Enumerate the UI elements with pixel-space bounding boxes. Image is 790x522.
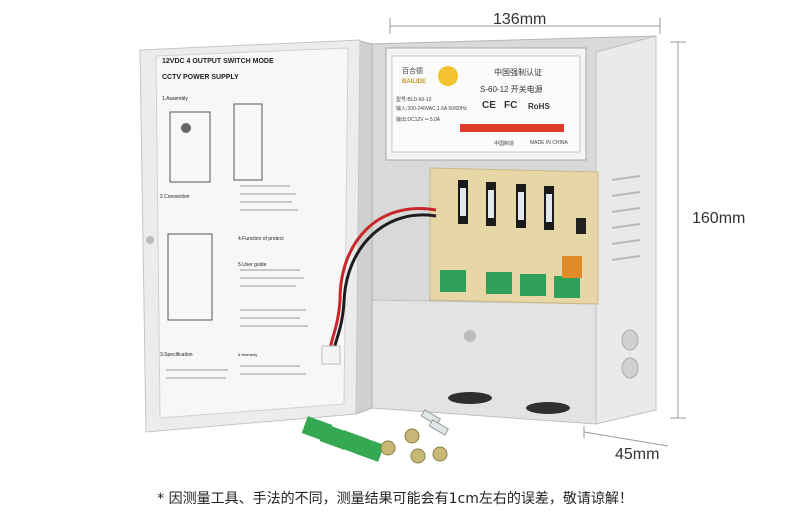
- screws: [380, 428, 448, 464]
- ce-mark: CE: [482, 100, 496, 111]
- door-keyhole: [181, 123, 191, 133]
- psu-made-in: MADE IN CHINA: [530, 140, 568, 146]
- manual-diagram-box: [169, 111, 211, 183]
- fc-mark: FC: [504, 100, 518, 111]
- manual-user-guide: 5.User guide: [238, 262, 267, 268]
- manual-title-line2: CCTV POWER SUPPLY: [162, 74, 239, 81]
- rohs-mark: RoHS: [528, 102, 550, 111]
- height-label: 160mm: [692, 210, 746, 227]
- knockout-hole: [621, 357, 639, 379]
- power-switch: [576, 218, 586, 234]
- green-terminal-plugs: [301, 416, 385, 462]
- measurement-disclaimer: * 因测量工具、手法的不同，测量结果可能会有1cm左右的误差，敬请谅解！: [157, 491, 633, 507]
- manual-warranty: 6.Warranty: [238, 352, 258, 357]
- psu-model-no: 型号:BLD-60-12: [396, 97, 432, 103]
- manual-specification: 3.Specification: [160, 352, 193, 358]
- cable-knockout: [448, 392, 492, 404]
- mount-hole: [464, 330, 476, 342]
- output-fuse: [562, 256, 582, 278]
- psu-input: 输入:200-240VAC,1.6A 50/60Hz: [396, 106, 468, 112]
- power-wire-red: [328, 207, 437, 353]
- pcb-board: [429, 167, 599, 305]
- width-dimension-line: [389, 18, 661, 34]
- power-wire-black: [332, 213, 437, 353]
- wire-connector: [321, 345, 341, 365]
- depth-dimension-line: [583, 426, 669, 447]
- width-label: 136mm: [493, 11, 547, 28]
- spare-fuses: [420, 409, 449, 436]
- manual-assembly: 1.Assembly: [162, 96, 188, 102]
- brand-logo-icon: [438, 66, 458, 86]
- height-dimension-line: [670, 41, 686, 419]
- terminal-blocks: [440, 270, 580, 298]
- manual-diagram-box: [167, 233, 213, 321]
- label-color-bar: [460, 124, 564, 132]
- manual-connection: 2.Connection: [160, 194, 190, 200]
- fuse-holders: [458, 180, 554, 230]
- psu-made-in-cn: 中国制造: [494, 141, 515, 147]
- psu-label: [391, 55, 581, 153]
- manual-title-line1: 12VDC 4 OUTPUT SWITCH MODE: [162, 58, 274, 65]
- door-hinge-hole: [146, 236, 154, 244]
- knockout-hole: [621, 329, 639, 351]
- cable-knockout: [526, 402, 570, 414]
- side-vents: [611, 175, 641, 261]
- psu-output: 输出:DC12V ═ 5.0A: [396, 117, 441, 123]
- psu-model-line: S-60-12 开关电源: [480, 85, 543, 94]
- manual-function: 4.Function of protect: [238, 236, 284, 242]
- manual-text-lines: [166, 185, 308, 379]
- psu-brand: BAILIDE: [402, 79, 426, 85]
- depth-label: 45mm: [615, 446, 660, 463]
- psu-cert: 中国强制认证: [494, 68, 542, 77]
- manual-diagram-box: [233, 103, 263, 181]
- psu-brand-cn: 百合德: [402, 68, 423, 75]
